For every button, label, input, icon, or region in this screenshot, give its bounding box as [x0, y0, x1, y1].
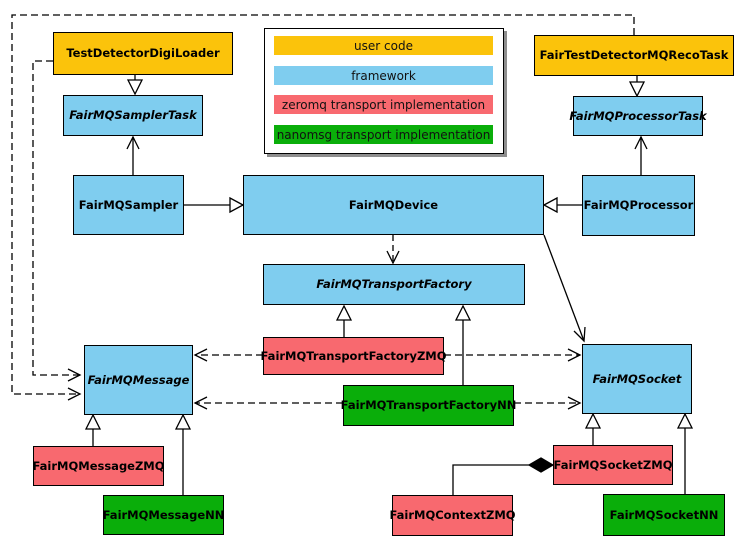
edge-dependency-digiloader-message [32, 60, 82, 382]
node-testdetectordigiloader: TestDetectorDigiLoader [53, 32, 233, 75]
legend-item-zeromq: zeromq transport implementation [274, 95, 493, 114]
node-fairmqprocessortask: FairMQProcessorTask [569, 96, 707, 136]
edge-association-processor-processortask [634, 135, 648, 175]
node-fairmqtransportfactoryzmq: FairMQTransportFactoryZMQ [261, 337, 447, 375]
node-fairmqcontextzmq: FairMQContextZMQ [389, 495, 516, 536]
edge-association-device-socket [543, 234, 586, 343]
node-fairmqtransportfactorynn: FairMQTransportFactoryNN [341, 385, 516, 426]
node-fairmqmessage: FairMQMessage [84, 345, 193, 415]
edge-dependency-device-transportfactory [386, 235, 400, 265]
node-fairmqmessagenn: FairMQMessageNN [103, 495, 224, 535]
edge-inheritance-socketnn-socket [676, 412, 694, 494]
edge-inheritance-factoryzmq-factory [335, 304, 353, 337]
edge-inheritance-recotask-processortask [628, 76, 646, 98]
node-fairmqprocessor: FairMQProcessor [582, 175, 695, 236]
edge-inheritance-messagenn-message [174, 413, 192, 495]
legend-item-nanomsg: nanomsg transport implementation [274, 125, 493, 144]
node-fairmqsamplertask: FairMQSamplerTask [63, 95, 203, 136]
edge-inheritance-digiloader-samplertask [126, 75, 144, 96]
edge-inheritance-socketzmq-socket [584, 412, 602, 445]
legend: user code framework zeromq transport imp… [264, 28, 504, 154]
edge-dependency-factorynn-message [193, 396, 343, 410]
edge-association-sampler-samplertask [126, 135, 140, 175]
node-fairmqtransportfactory: FairMQTransportFactory [263, 264, 525, 305]
node-fairmqsampler: FairMQSampler [73, 175, 184, 235]
edge-dependency-recotask-message [11, 14, 635, 401]
edge-inheritance-factorynn-factory [454, 304, 472, 385]
edge-dependency-factoryzmq-message [193, 348, 263, 362]
node-fairtestdetectormqrecotask: FairTestDetectorMQRecoTask [534, 35, 734, 76]
legend-item-framework: framework [274, 66, 493, 85]
edge-inheritance-processor-device [542, 196, 582, 214]
edge-dependency-factoryzmq-socket [444, 348, 582, 362]
node-fairmqmessagezmq: FairMQMessageZMQ [32, 446, 165, 486]
edge-inheritance-sampler-device [184, 196, 245, 214]
edge-composition-contextzmq-socketzmq [452, 457, 555, 495]
node-fairmqsocketnn: FairMQSocketNN [603, 494, 725, 536]
edge-dependency-factorynn-socket [514, 396, 582, 410]
node-fairmqsocket: FairMQSocket [582, 344, 692, 414]
legend-item-user-code: user code [274, 36, 493, 55]
node-fairmqsocketzmq: FairMQSocketZMQ [553, 445, 673, 485]
node-fairmqdevice: FairMQDevice [243, 175, 544, 235]
edge-inheritance-messagezmq-message [84, 413, 102, 446]
